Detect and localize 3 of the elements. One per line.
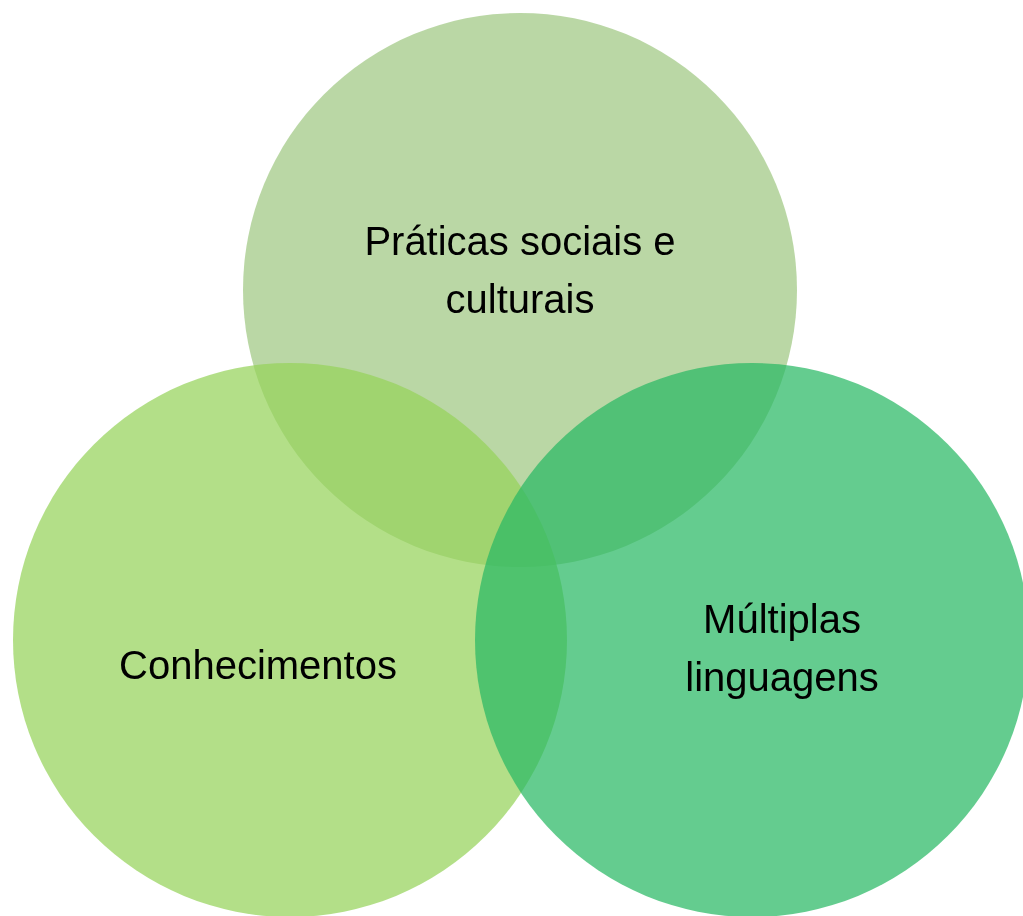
circle-label: Conhecimentos	[118, 642, 398, 689]
circle-label: Múltiplas linguagens	[684, 596, 880, 701]
circle-label: Práticas sociais e culturais	[363, 218, 677, 323]
